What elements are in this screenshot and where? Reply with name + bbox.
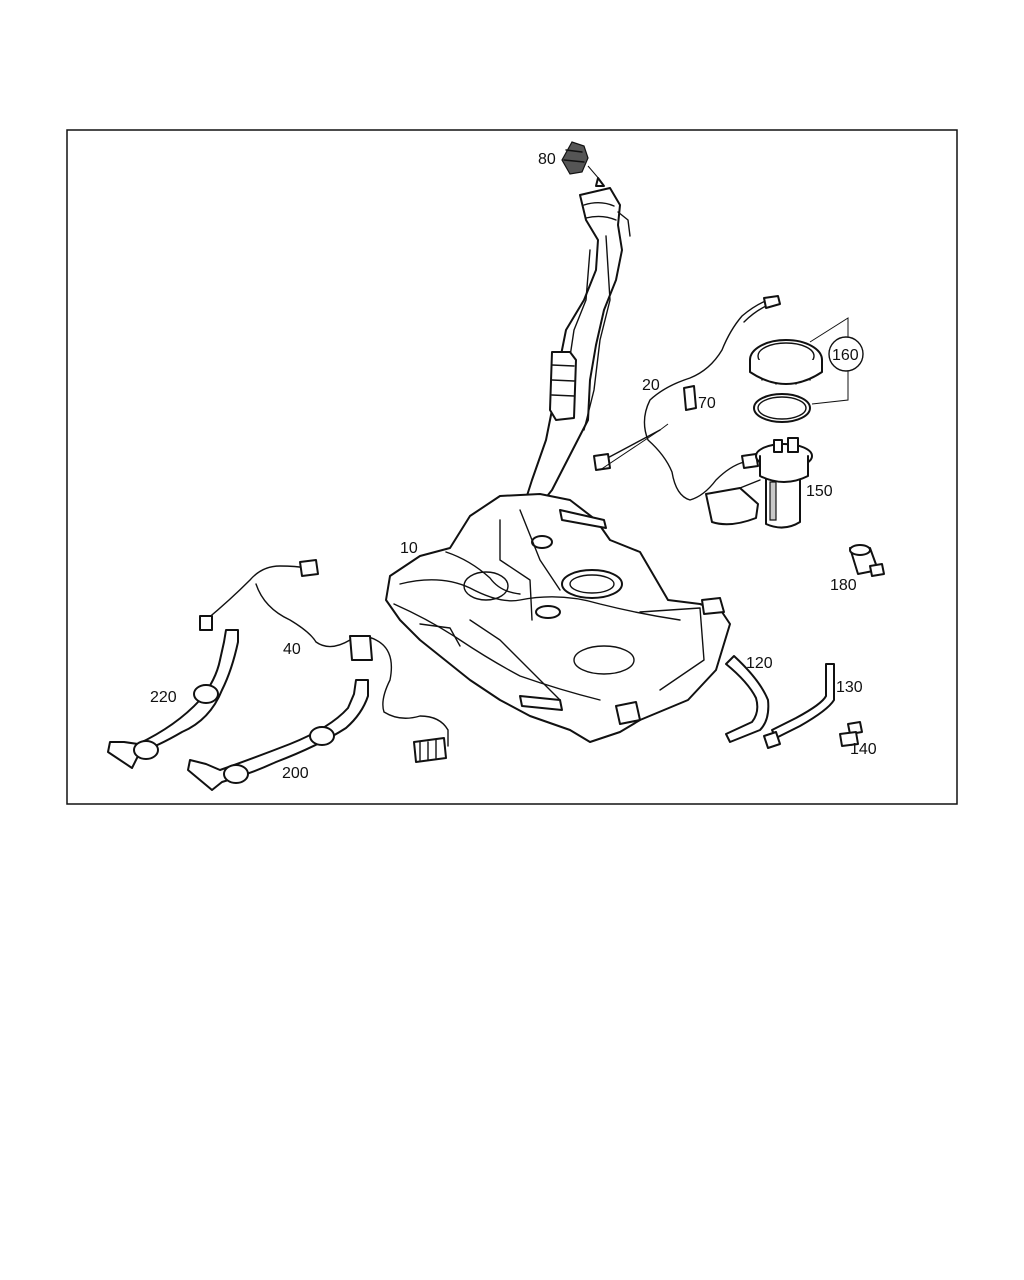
callout-120: 120 (746, 655, 773, 672)
callout-140: 140 (850, 741, 877, 758)
callout-180: 180 (830, 577, 857, 594)
callout-130: 130 (836, 679, 863, 696)
lock-ring-part (749, 339, 823, 385)
callout-160-circle (828, 336, 864, 372)
fuel-line-130-part (763, 663, 835, 749)
callout-10: 10 (400, 540, 418, 557)
callout-40: 40 (283, 641, 301, 658)
fuel-pump-part (705, 437, 813, 529)
seal-ring-part (753, 393, 811, 423)
callout-220: 220 (150, 689, 177, 706)
callout-20: 20 (642, 377, 660, 394)
wiring-harness-part (199, 559, 449, 763)
leader-line (599, 423, 669, 471)
tank-strap-220-part (107, 629, 239, 769)
callout-80: 80 (538, 151, 556, 168)
fuel-cap-part (561, 141, 605, 187)
hose-120-part (725, 655, 770, 743)
callout-150: 150 (806, 483, 833, 500)
callout-160: 160 (832, 347, 859, 364)
fuel-filter-part (849, 544, 885, 577)
filler-neck-part (523, 187, 631, 506)
callout-200: 200 (282, 765, 309, 782)
fuel-tank-part (385, 493, 731, 743)
callout-70: 70 (698, 395, 716, 412)
label-70-part (683, 385, 697, 411)
tank-strap-200-part (187, 679, 369, 791)
fitting-140-part (839, 721, 863, 747)
diagram-frame (66, 129, 958, 805)
